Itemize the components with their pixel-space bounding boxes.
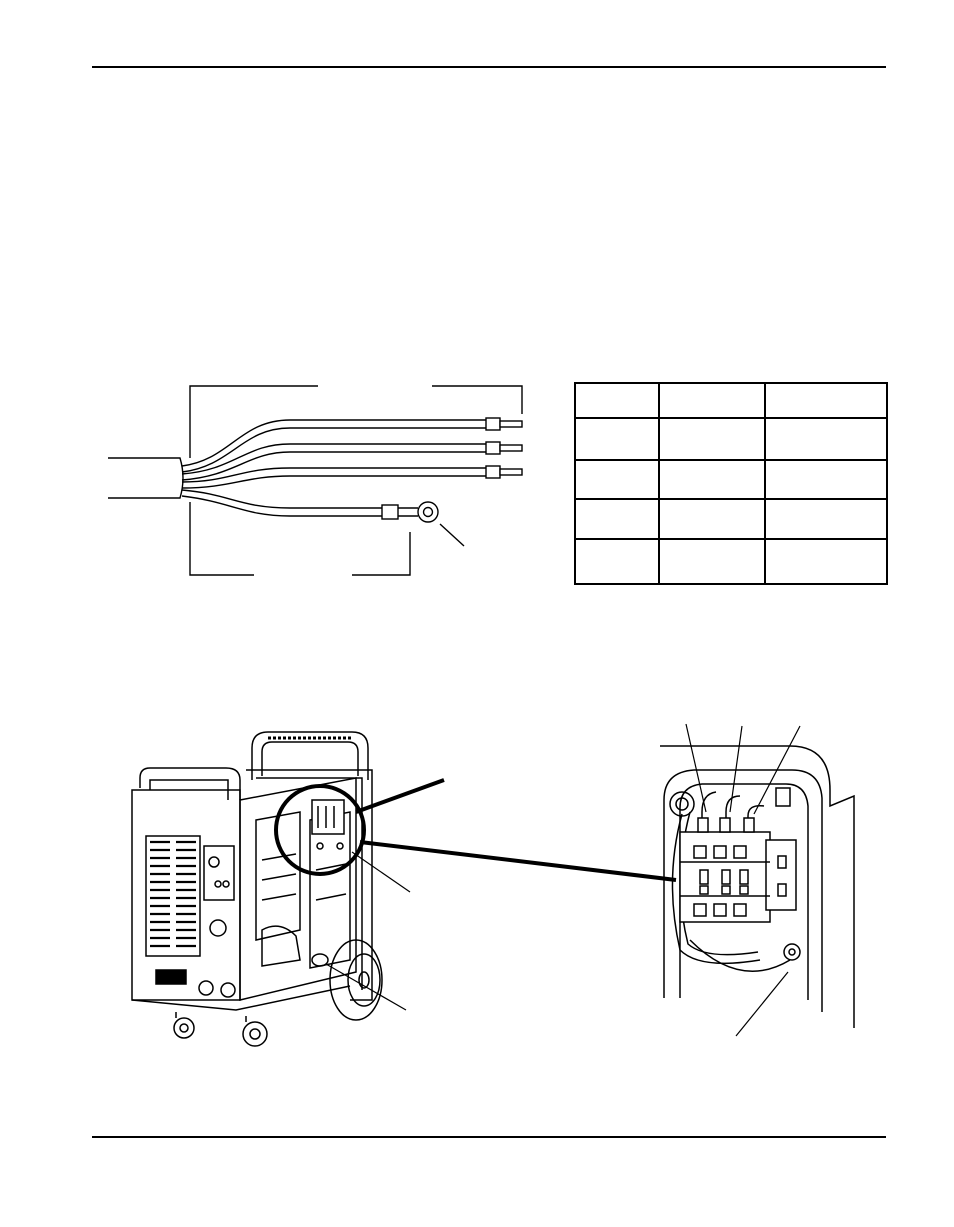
callout-leader-2 [729,725,743,813]
table-cell [764,381,888,420]
grille-slots [150,840,196,948]
table-cell [574,537,660,586]
control-panel [203,845,235,901]
table-cell [764,498,888,540]
strain-relief [311,953,329,967]
table-cell [658,498,766,540]
table-cell [764,537,888,586]
table-cell [764,458,888,501]
contactor-terminals [693,845,749,917]
logo-plate [155,969,187,985]
detail-ground-wire [689,939,791,972]
table-row [574,458,888,501]
callout-leader-3 [753,725,801,815]
front-caster-left [173,1017,195,1039]
wire-2 [181,443,486,475]
table-cell [764,417,888,461]
leader-2 [359,840,677,882]
bottom-bracket [189,502,411,576]
leader-1 [355,778,445,814]
table-cell [574,458,660,501]
ring-terminal-leader [439,523,465,547]
rear-handle [251,731,369,780]
callout-leader-4 [735,971,789,1037]
front-caster-right [242,1021,268,1047]
table-row [574,498,888,540]
detail-wire-3 [747,804,765,832]
callout-leader-1 [685,723,707,813]
footer-rule [92,1136,886,1138]
table-cell [658,537,766,586]
table-cell [658,417,766,461]
leader-4 [325,963,407,1011]
table-cell [574,417,660,461]
rear-wheel [329,939,383,1021]
magnify-circle [274,784,366,876]
ring-terminal-crimp [381,504,399,520]
wire-table [574,381,888,586]
wire-1 [181,419,486,467]
table-cell [658,381,766,420]
adjust-knob [209,919,227,937]
detail-panel-outline [663,769,823,1012]
detail-wire-1 [701,791,717,832]
table-cell [574,381,660,420]
wire-4 [181,489,382,509]
front-panel [131,789,241,1001]
ground-stud [783,943,801,961]
table-row [574,381,888,420]
wire-3 [181,467,486,483]
header-rule [92,66,886,68]
table-row [574,537,888,586]
cable-sheath [108,457,184,499]
rear-panel [246,769,373,1001]
detail-wire-2 [725,795,741,832]
leader-3 [351,851,411,893]
table-cell [574,498,660,540]
front-grille [145,835,201,957]
table-cell [658,458,766,501]
table-row [574,417,888,461]
top-bracket [189,385,523,458]
